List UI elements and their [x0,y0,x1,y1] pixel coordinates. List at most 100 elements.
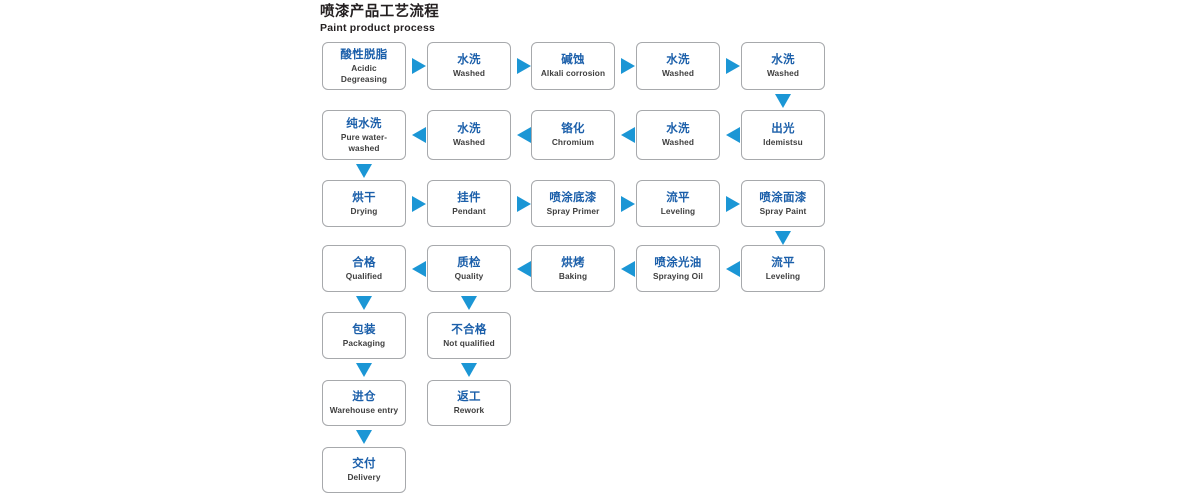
node-label-cn: 喷涂面漆 [759,191,807,204]
node-label-en: Leveling [660,205,696,216]
node-label-cn: 流平 [771,256,795,269]
node-label-cn: 交付 [352,458,376,471]
node-label-en: Washed [766,68,800,79]
node-label-en: Delivery [347,472,381,483]
node-label-cn: 质检 [457,256,481,269]
node-rework[interactable]: 返工 Rework [427,380,511,426]
node-label-en: Washed [452,137,486,148]
node-label-en: Washed [661,68,695,79]
arrow-notqualified-to-rework-icon [461,363,477,377]
node-label-en: Packaging [342,337,386,348]
arrow-quality-to-qualified-icon [412,261,426,277]
node-washed-1[interactable]: 水洗 Washed [427,42,511,90]
page-title-block: 喷漆产品工艺流程 Paint product process [320,4,439,35]
node-label-cn: 包装 [352,323,376,336]
node-label-en: Drying [350,205,378,216]
arrow-idemistsu-to-washed5-icon [726,127,740,143]
arrow-leveling1-to-spraypaint-icon [726,196,740,212]
node-label-en: Rework [453,405,485,416]
node-label-en: Chromium [551,137,595,148]
node-label-en: Not qualified [443,337,495,348]
node-label-cn: 烘烤 [561,256,585,269]
node-chromium[interactable]: 铬化 Chromium [531,110,615,160]
arrow-chromium-to-washed4-icon [517,127,531,143]
node-label-cn: 进仓 [352,391,376,404]
node-label-cn: 返工 [457,391,481,404]
node-label-cn: 水洗 [457,54,481,67]
arrow-washed3-to-idemistsu-icon [775,94,791,108]
arrow-warehouse-to-delivery-icon [356,430,372,444]
node-label-en: Spraying Oil [652,270,704,281]
node-label-cn: 酸性脱脂 [340,49,388,61]
page-title-cn: 喷漆产品工艺流程 [320,4,440,20]
arrow-sprayingoil-to-baking-icon [621,261,635,277]
node-label-cn: 流平 [666,191,690,204]
node-leveling-1[interactable]: 流平 Leveling [636,180,720,227]
node-label-en: Warehouse entry [329,405,399,416]
arrow-alkali-to-washed2-icon [621,58,635,74]
node-label-en: Quality [454,270,484,281]
node-not-qualified[interactable]: 不合格 Not qualified [427,312,511,359]
node-washed-5[interactable]: 水洗 Washed [636,110,720,160]
arrow-purewater-to-drying-icon [356,164,372,178]
node-alkali-corrosion[interactable]: 碱蚀 Alkali corrosion [531,42,615,90]
node-label-en: Spray Primer [546,205,600,216]
arrow-quality-to-notqualified-icon [461,296,477,310]
node-label-en: Leveling [765,270,801,281]
node-label-en: Alkali corrosion [540,68,606,79]
node-qualified[interactable]: 合格 Qualified [322,245,406,292]
node-quality[interactable]: 质检 Quality [427,245,511,292]
node-spray-paint[interactable]: 喷涂面漆 Spray Paint [741,180,825,227]
node-drying[interactable]: 烘干 Drying [322,180,406,227]
node-label-cn: 喷涂光油 [654,256,702,269]
arrow-acidic-to-washed1-icon [412,58,426,74]
node-label-cn: 喷涂底漆 [549,191,597,204]
node-label-cn: 合格 [352,256,376,269]
arrow-pendant-to-primer-icon [517,196,531,212]
node-label-en: Pendant [452,205,486,216]
node-label-cn: 碱蚀 [561,54,585,67]
node-washed-3[interactable]: 水洗 Washed [741,42,825,90]
node-acidic-degreasing[interactable]: 酸性脱脂 Acidic Degreasing [322,42,406,90]
arrow-baking-to-quality-icon [517,261,531,277]
node-idemistsu[interactable]: 出光 Idemistsu [741,110,825,160]
node-label-cn: 水洗 [666,123,690,136]
arrow-spraypaint-to-leveling2-icon [775,231,791,245]
node-delivery[interactable]: 交付 Delivery [322,447,406,493]
node-warehouse-entry[interactable]: 进仓 Warehouse entry [322,380,406,426]
arrow-packaging-to-warehouse-icon [356,363,372,377]
node-spraying-oil[interactable]: 喷涂光油 Spraying Oil [636,245,720,292]
node-baking[interactable]: 烘烤 Baking [531,245,615,292]
arrow-washed1-to-alkali-icon [517,58,531,74]
node-label-cn: 烘干 [352,191,376,204]
node-spray-primer[interactable]: 喷涂底漆 Spray Primer [531,180,615,227]
node-label-en: Washed [661,137,695,148]
arrow-washed5-to-chromium-icon [621,127,635,143]
node-label-cn: 不合格 [451,323,487,336]
node-label-en: Qualified [345,270,383,281]
node-label-cn: 铬化 [561,123,585,136]
node-label-en: Washed [452,68,486,79]
arrow-leveling2-to-sprayingoil-icon [726,261,740,277]
node-label-en: Spray Paint [759,205,807,216]
node-label-cn: 水洗 [666,54,690,67]
node-packaging[interactable]: 包装 Packaging [322,312,406,359]
node-leveling-2[interactable]: 流平 Leveling [741,245,825,292]
node-pendant[interactable]: 挂件 Pendant [427,180,511,227]
node-label-cn: 挂件 [457,191,481,204]
arrow-washed4-to-purewater-icon [412,127,426,143]
node-pure-water-washed[interactable]: 纯水洗 Pure water-washed [322,110,406,160]
node-label-cn: 水洗 [457,123,481,136]
node-label-en: Idemistsu [763,137,803,148]
arrow-qualified-to-packaging-icon [356,296,372,310]
node-label-en: Pure water-washed [340,132,388,153]
arrow-drying-to-pendant-icon [412,196,426,212]
node-label-cn: 出光 [771,123,795,136]
node-washed-2[interactable]: 水洗 Washed [636,42,720,90]
arrow-washed2-to-washed3-icon [726,58,740,74]
node-label-cn: 水洗 [771,54,795,67]
node-label-cn: 纯水洗 [346,118,382,130]
node-washed-4[interactable]: 水洗 Washed [427,110,511,160]
arrow-primer-to-leveling1-icon [621,196,635,212]
